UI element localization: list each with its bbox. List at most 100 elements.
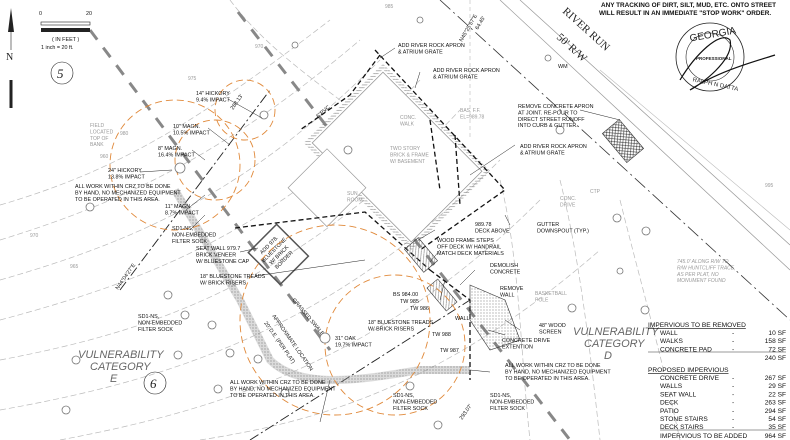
table-cell-value: 35 SF	[768, 424, 786, 431]
annotation-crz-right: TO BE OPERATED IN THIS AREA.	[505, 376, 590, 382]
contour-label: 960	[100, 154, 109, 160]
annotation-ctp: CTP	[590, 189, 601, 195]
annotation-crz-right: BY HAND, NO MECHANIZED EQUIPMENT	[505, 369, 611, 375]
table-cell-value: 294 SF	[765, 408, 786, 415]
scale-ratio: 1 inch = 20 ft.	[41, 45, 74, 51]
annotation-apron3: ADD RIVER ROCK APRON	[520, 144, 587, 150]
annotation-conc-walk: CONC.	[400, 115, 416, 121]
table-cell-dash: -	[732, 383, 734, 390]
warning-text: ANY TRACKING OF DIRT, SILT, MUD, ETC. ON…	[601, 2, 776, 9]
annotation-field-bank: LOCATED	[90, 129, 114, 135]
annotation-wood-screen: 48" WOOD	[539, 323, 566, 329]
contour-label: 965	[70, 264, 79, 270]
annotation-sock1: SD1-NS,	[172, 226, 194, 232]
annotation-bs984: BS 984.00	[393, 292, 418, 298]
annotation-remove-wall: REMOVE	[500, 286, 524, 292]
table-cell-value: 22 SF	[768, 391, 786, 398]
annotation-basketball: POLE	[535, 297, 549, 303]
table-cell-item: WALL	[660, 330, 678, 337]
table-cell-value: 267 SF	[765, 375, 786, 382]
annotation-house: W/ BASEMENT	[390, 159, 425, 165]
annotation-wm: WM	[558, 64, 568, 70]
table-cell-value: 158 SF	[765, 338, 786, 345]
drain-pipe	[234, 49, 506, 380]
contour-label: 975	[188, 76, 197, 82]
annotation-magn8: 16.4% IMPACT	[158, 152, 195, 158]
table-cell-dash: -	[732, 416, 734, 423]
annotation-wood-steps: MATCH DECK MATERIALS	[437, 251, 504, 257]
buffer-line	[88, 29, 332, 351]
table-cell-value: 29 SF	[768, 383, 786, 390]
engineer-seal: GEORGIA PROFESSIONAL RALPH N DATTA	[675, 22, 776, 93]
annotation-house: BRICK & FRAME	[390, 152, 430, 158]
annotation-treads2: W/ BRICK RISERS	[368, 326, 415, 332]
table-cell-item: DECK STAIRS	[660, 424, 704, 431]
annotation-hickory24: 13.8% IMPACT	[108, 174, 145, 180]
zone-5-label: 5	[57, 66, 64, 81]
annotation-apron1: & ATRIUM GRATE	[398, 49, 443, 55]
deck-stairs	[404, 237, 458, 312]
vulnerability-right: VULNERABILITY	[573, 326, 659, 338]
annotation-apron1: ADD RIVER ROCK APRON	[398, 43, 465, 49]
annotation-wood-steps: WOOD FRAME STEPS	[437, 238, 494, 244]
annotation-gutter: DOWNSPOUT (TYP.)	[537, 228, 589, 234]
table-title: IMPERVIOUS TO BE REMOVED	[648, 322, 746, 329]
table-cell-value: 10 SF	[768, 330, 786, 337]
road-row: 50' R/W	[554, 31, 590, 65]
annotation-sock2: SD1-NS,	[138, 314, 160, 320]
table-cell-value: 54 SF	[768, 416, 786, 423]
contour-label: 970	[255, 44, 264, 50]
south-property-line	[249, 299, 471, 440]
annotation-monument: 745.0' ALONG R/W TO	[677, 259, 729, 265]
bearing-west: N44°04'27"E	[115, 262, 138, 291]
table-cell-dash: -	[732, 391, 734, 398]
annotation-drive-ext: EXTENTION	[502, 344, 533, 350]
annotation-magn10: 10.5% IMPACT	[173, 130, 210, 136]
annotation-sock3: NON-EMBEDDED	[393, 399, 437, 405]
annotation-apron2: ADD RIVER ROCK APRON	[433, 68, 500, 74]
annotation-hickory14: 9.4% IMPACT	[196, 97, 230, 103]
annotation-hickory14: 14" HICKORY	[196, 91, 230, 97]
contour-label: 980	[120, 131, 129, 137]
annotation-magn11: 8.7% IMPACT	[165, 210, 199, 216]
table-cell-dash: -	[732, 400, 734, 407]
north-label: N	[6, 52, 13, 63]
annotation-apron3: & ATRIUM GRATE	[520, 150, 565, 156]
table-total: 964 SF	[765, 433, 786, 440]
house-footprint	[303, 63, 491, 251]
annotation-conc-walk: WALK	[400, 121, 415, 127]
table-cell-item: WALLS	[660, 383, 683, 390]
west-property-line	[119, 89, 271, 291]
annotation-seat-wall: SEAT WALL 979.7	[196, 246, 240, 252]
zone-5-marker	[50, 61, 74, 85]
table-total-label: IMPERVIOUS TO BE ADDED	[660, 433, 747, 440]
table-cell-item: WALKS	[660, 338, 683, 345]
svg-text:PROFESSIONAL: PROFESSIONAL	[696, 56, 732, 61]
annotation-drive-ext: CONCRETE DRIVE	[502, 338, 551, 344]
annotation-magn8: 8" MAGN.	[158, 146, 182, 152]
annotation-field-bank: BANK	[90, 142, 104, 148]
annotation-wood-steps: OFF DECK W/ HANDRAIL	[437, 244, 501, 250]
table-cell-dash: -	[732, 424, 734, 431]
annotation-sock4: FILTER SOCK	[490, 406, 525, 412]
table-cell-item: CONCRETE PAD	[660, 346, 712, 353]
zone-6-label: 6	[150, 376, 157, 391]
annotation-hickory24: 24" HICKORY	[108, 168, 142, 174]
vulnerability-left: VULNERABILITY	[78, 349, 164, 361]
annotation-gutter: GUTTER	[537, 222, 559, 228]
annotation-basketball: BASKETBALL	[535, 291, 567, 297]
scale-twenty: 20	[86, 11, 92, 17]
scale-unit: ( IN FEET )	[52, 37, 79, 43]
scale-zero: 0	[39, 11, 42, 17]
annotation-deck: DECK ABOVE	[475, 228, 510, 234]
right-of-way-lines	[439, 0, 790, 321]
annotation-oak31: 31" OAK	[335, 336, 356, 342]
annotation-ff: EL=989.78	[460, 114, 485, 120]
annotation-conc-drive: CONC.	[560, 196, 576, 202]
annotation-crz-left-bottom: TO BE OPERATED IN THIS AREA.	[230, 393, 315, 399]
annotation-crz-left-bottom: BY HAND, NO MECHANIZED EQUIPMENT	[230, 386, 336, 392]
annotation-sock3: SD1-NS,	[393, 393, 415, 399]
vulnerability-left: E	[110, 373, 118, 385]
annotation-magn11: 11" MAGN.	[165, 204, 192, 210]
concrete-drive-extension	[469, 284, 521, 351]
